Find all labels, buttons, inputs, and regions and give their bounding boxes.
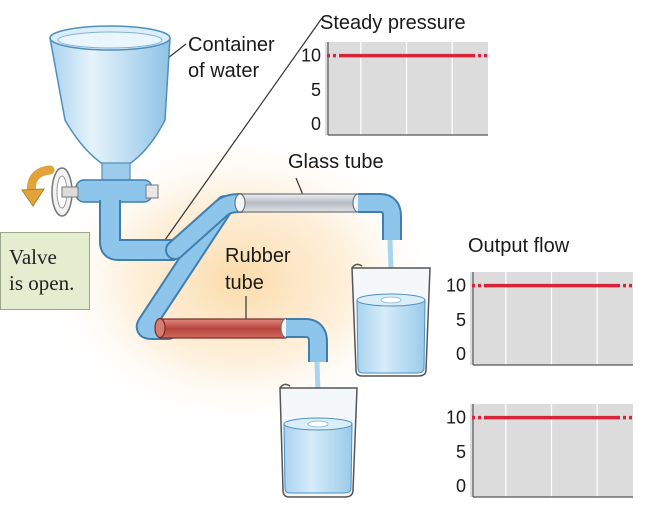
glass-tube: [234, 193, 364, 213]
container-label-line2: of water: [188, 60, 259, 82]
water-container: [49, 25, 171, 186]
container-callout-line: [167, 43, 187, 59]
tick-label: 10: [446, 276, 466, 296]
tick-label: 0: [311, 114, 321, 134]
glass-flow-chart: 10 5 0: [446, 272, 633, 366]
tick-label: 5: [311, 80, 321, 100]
tick-label: 10: [301, 46, 321, 66]
pressure-callout-line: [159, 17, 323, 248]
rubber-tube-label-line2: tube: [225, 272, 264, 294]
tick-label: 0: [456, 344, 466, 364]
valve-note: Valve is open.: [0, 232, 90, 310]
tick-label: 10: [446, 408, 466, 428]
valve-note-line2: is open.: [9, 271, 75, 295]
glass-tube-label: Glass tube: [288, 151, 384, 173]
beaker-glass-output: [351, 263, 431, 377]
valve-turn-arrow-icon: [21, 165, 55, 207]
beaker-rubber-output: [279, 383, 358, 498]
rubber-tube-label-line1: Rubber: [225, 245, 291, 267]
steady-pressure-label: Steady pressure: [320, 12, 466, 34]
rubber-flow-chart: 10 5 0: [446, 404, 633, 498]
rubber-tube: [154, 317, 292, 339]
tick-label: 0: [456, 476, 466, 496]
tick-label: 5: [456, 310, 466, 330]
tick-label: 5: [456, 442, 466, 462]
output-flow-label: Output flow: [468, 235, 570, 257]
valve: [51, 167, 159, 217]
container-label-line1: Container: [188, 34, 275, 56]
valve-note-line1: Valve: [9, 245, 57, 269]
pressure-chart: 10 5 0: [301, 42, 488, 136]
